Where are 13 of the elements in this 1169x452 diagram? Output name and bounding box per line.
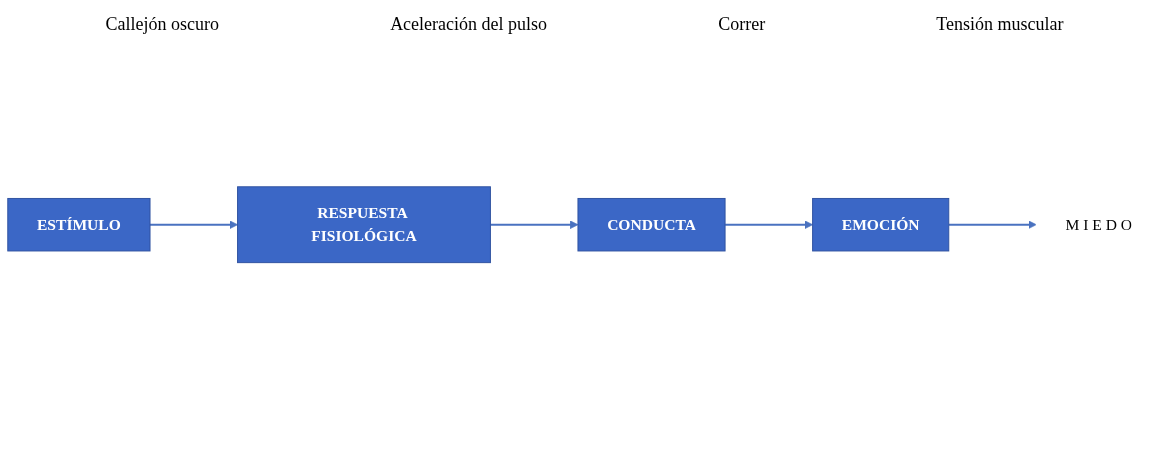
- arrow: [149, 220, 238, 230]
- node-text: M I E D O: [1065, 216, 1133, 233]
- node-box: RESPUESTA FISIOLÓGICA: [237, 186, 491, 264]
- arrow: [947, 220, 1037, 230]
- node-box: CONDUCTA: [577, 198, 726, 252]
- node-box: ESTÍMULO: [7, 198, 151, 252]
- arrow: [724, 220, 813, 230]
- node-box: EMOCIÓN: [812, 198, 950, 252]
- note-text: Aceleración del pulso: [390, 14, 548, 35]
- note-text: Callejón oscuro: [105, 14, 220, 35]
- note-text: Tensión muscular: [936, 14, 1064, 35]
- note-text: Correr: [718, 14, 766, 35]
- arrow: [489, 220, 579, 230]
